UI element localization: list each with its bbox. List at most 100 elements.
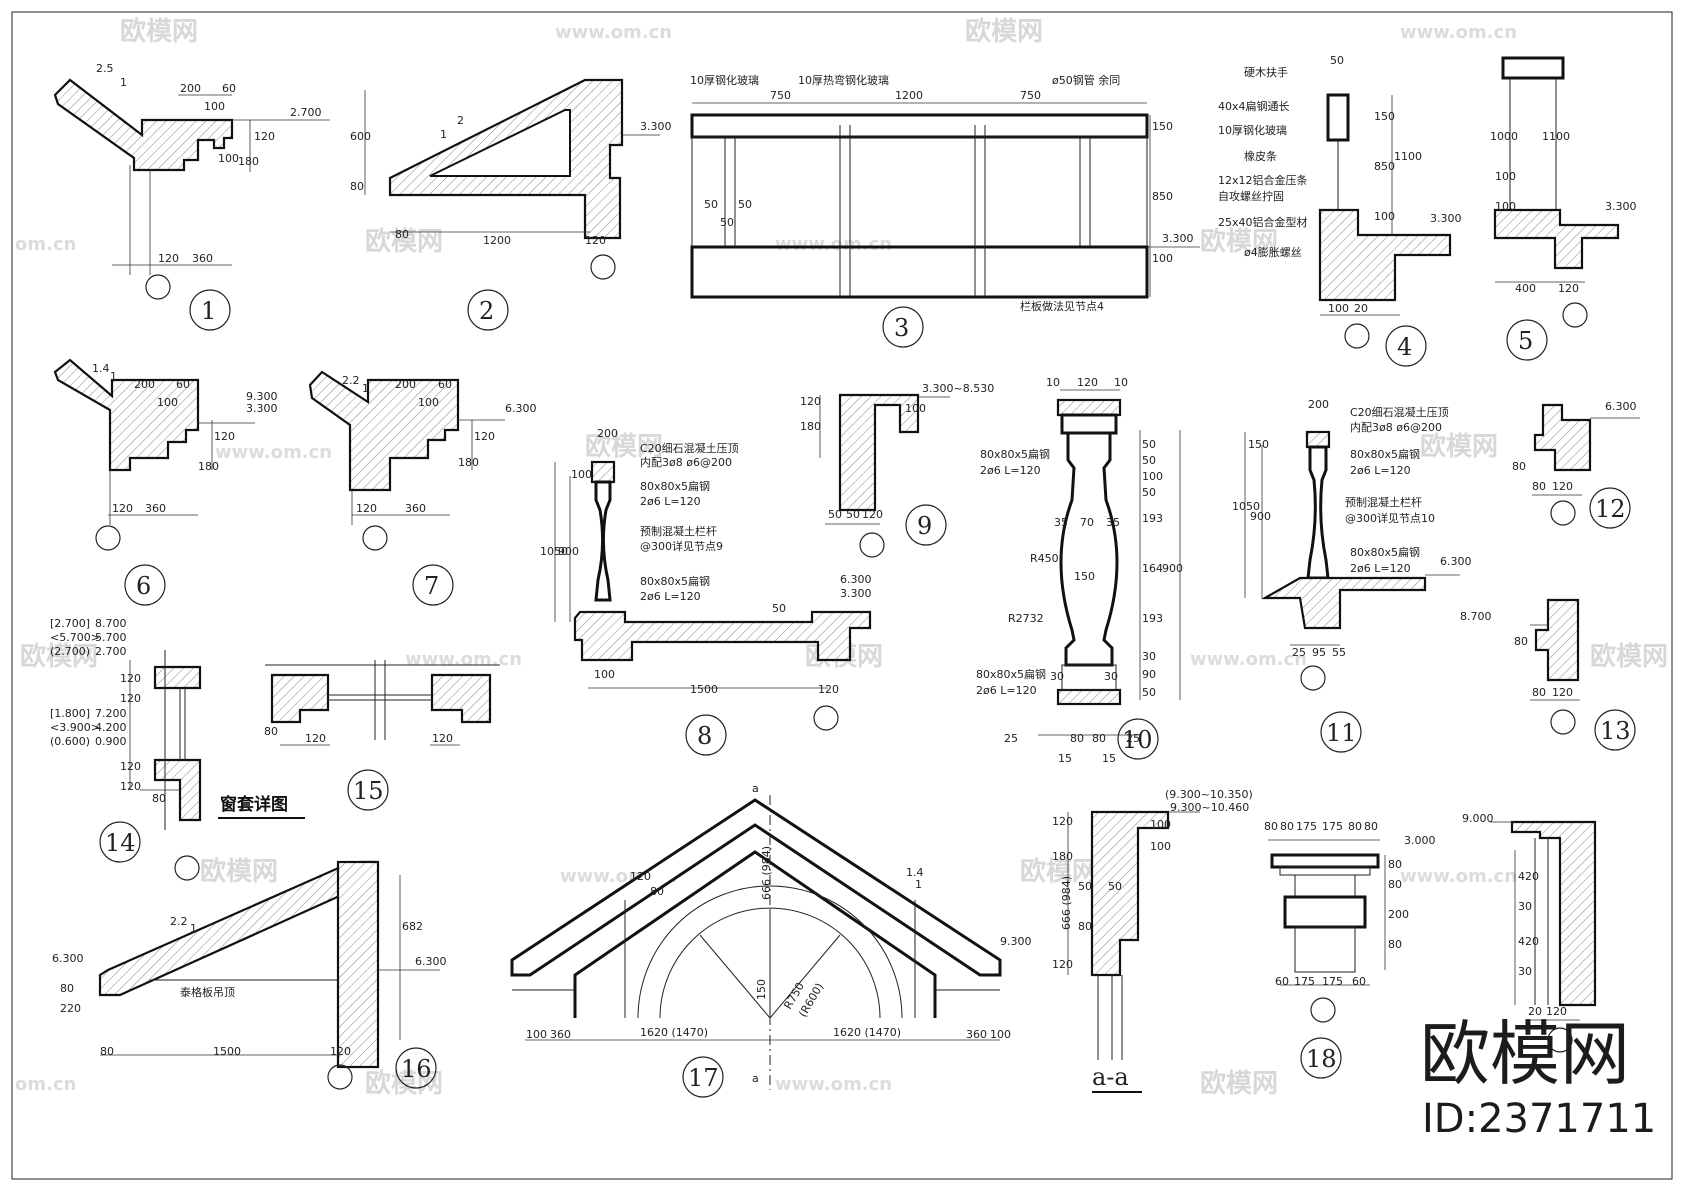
svg-text:150: 150 (1248, 438, 1269, 451)
svg-text:360: 360 (405, 502, 426, 515)
svg-text:100: 100 (905, 402, 926, 415)
svg-text:50: 50 (1142, 486, 1156, 499)
svg-text:50: 50 (1142, 438, 1156, 451)
detail-a-a: a-a (9.300~10.350) 9.300~10.460 120 180 … (1052, 788, 1253, 1093)
svg-text:R2732: R2732 (1008, 612, 1044, 625)
detail-8: 8 200 100 1050 900 50 6.300 3.300 100 15… (540, 427, 872, 756)
svg-text:1500: 1500 (690, 683, 718, 696)
detail-10-marker (1117, 718, 1159, 760)
svg-text:80: 80 (1070, 732, 1084, 745)
detail-16: 16 2.2 1 6.300 220 80 682 6.300 80 1500 … (52, 860, 447, 1090)
detail-14-sill (153, 758, 202, 822)
detail-13-number: 13 (1600, 717, 1631, 745)
svg-text:80: 80 (1264, 820, 1278, 833)
svg-text:10: 10 (1046, 376, 1060, 389)
baluster (594, 480, 612, 602)
detail-17: 17 a a 1.4 1 666 (984) R750 (R600) 9.300… (510, 782, 1032, 1098)
svg-text:750: 750 (1020, 89, 1041, 102)
detail-4-section (1318, 208, 1452, 302)
svg-text:25x40铝合金型材: 25x40铝合金型材 (1218, 215, 1308, 229)
svg-text:100: 100 (1374, 210, 1395, 223)
svg-text:1100: 1100 (1394, 150, 1422, 163)
svg-text:682: 682 (402, 920, 423, 933)
svg-text:80x80x5扁钢: 80x80x5扁钢 (640, 480, 710, 493)
svg-text:8.700: 8.700 (1460, 610, 1492, 623)
watermark-logo: 欧模网 (1020, 856, 1098, 887)
detail-18: 18 80 80 175 175 80 80 3.000 80 80 200 8… (1264, 820, 1436, 1079)
svg-text:4.200: 4.200 (95, 721, 127, 734)
arch-outer (637, 885, 903, 1019)
svg-text:3.300: 3.300 (1162, 232, 1194, 245)
svg-text:6.300: 6.300 (1605, 400, 1637, 413)
brand-id: ID:2371711 (1422, 1096, 1656, 1142)
svg-text:900: 900 (1250, 510, 1271, 523)
watermark-layer: 欧模网 www.om.cn 欧模网 www.om.cn om.cn 欧模网 ww… (15, 16, 1668, 1099)
svg-text:60: 60 (1352, 975, 1366, 988)
svg-text:35: 35 (1054, 516, 1068, 529)
svg-text:15: 15 (1058, 752, 1072, 765)
detail-14-marker (99, 821, 141, 863)
svg-text:2ø6 L=120: 2ø6 L=120 (640, 495, 701, 508)
svg-text:120: 120 (432, 732, 453, 745)
svg-text:50: 50 (1078, 880, 1092, 893)
svg-text:1050: 1050 (540, 545, 568, 558)
detail-5: 5 1000 1100 100 100 3.300 400 120 (1490, 56, 1637, 361)
svg-text:2: 2 (457, 114, 464, 127)
svg-text:120: 120 (585, 234, 606, 247)
detail-11-section (1260, 576, 1427, 630)
detail-7-section (308, 370, 460, 492)
detail-11-number: 11 (1326, 719, 1357, 747)
svg-text:@300详见节点9: @300详见节点9 (640, 539, 723, 553)
svg-text:120: 120 (800, 395, 821, 408)
watermark-url: www.om.cn (1400, 22, 1517, 43)
svg-text:40x4扁钢通长: 40x4扁钢通长 (1218, 100, 1290, 113)
svg-text:220: 220 (60, 1002, 81, 1015)
detail-18-number: 18 (1306, 1045, 1337, 1073)
svg-text:666 (984): 666 (984) (760, 846, 773, 900)
watermark-logo: 欧模网 (1590, 641, 1668, 672)
svg-text:175: 175 (1322, 820, 1343, 833)
detail-13-marker (1594, 709, 1636, 751)
svg-text:2.700: 2.700 (290, 106, 322, 119)
svg-text:6.300: 6.300 (840, 573, 872, 586)
watermark-url: www.om.cn (405, 649, 522, 670)
svg-text:80: 80 (1388, 878, 1402, 891)
svg-text:193: 193 (1142, 512, 1163, 525)
axis-bubble (813, 705, 839, 731)
watermark-url: www.om.cn (775, 234, 892, 255)
svg-text:100: 100 (1495, 170, 1516, 183)
svg-text:80x80x5扁钢: 80x80x5扁钢 (980, 448, 1050, 461)
detail-7-number: 7 (424, 572, 439, 600)
detail-15-left (270, 673, 330, 724)
detail-10: 10 10 120 10 50 50 100 50 35 70 35 193 1… (976, 376, 1183, 765)
svg-text:80: 80 (1514, 635, 1528, 648)
svg-text:200: 200 (180, 82, 201, 95)
svg-text:1: 1 (440, 128, 447, 141)
svg-text:预制混凝土栏杆: 预制混凝土栏杆 (1345, 495, 1422, 509)
watermark-url: www.om.cn (775, 1074, 892, 1095)
svg-text:80: 80 (1092, 732, 1106, 745)
svg-text:2.2: 2.2 (342, 374, 360, 387)
svg-text:30: 30 (1518, 900, 1532, 913)
svg-text:3.300: 3.300 (840, 587, 872, 600)
detail-8-marker (685, 714, 727, 756)
svg-text:50: 50 (720, 216, 734, 229)
svg-text:80: 80 (1280, 820, 1294, 833)
detail-a-a-label: a-a (1092, 1063, 1129, 1091)
svg-text:内配3ø8 ø6@200: 内配3ø8 ø6@200 (1350, 420, 1442, 434)
detail-4-marker (1385, 325, 1427, 367)
svg-text:120: 120 (214, 430, 235, 443)
svg-text:80: 80 (1078, 920, 1092, 933)
svg-text:80: 80 (264, 725, 278, 738)
detail-9-marker (905, 504, 947, 546)
svg-text:80: 80 (152, 792, 166, 805)
svg-text:120: 120 (1558, 282, 1579, 295)
brand-name: 欧模网 (1420, 1013, 1630, 1095)
svg-text:120: 120 (120, 760, 141, 773)
svg-text:100: 100 (1150, 840, 1171, 853)
svg-text:180: 180 (238, 155, 259, 168)
svg-text:50: 50 (772, 602, 786, 615)
detail-14-lintel (153, 665, 202, 690)
detail-6-number: 6 (136, 572, 151, 600)
